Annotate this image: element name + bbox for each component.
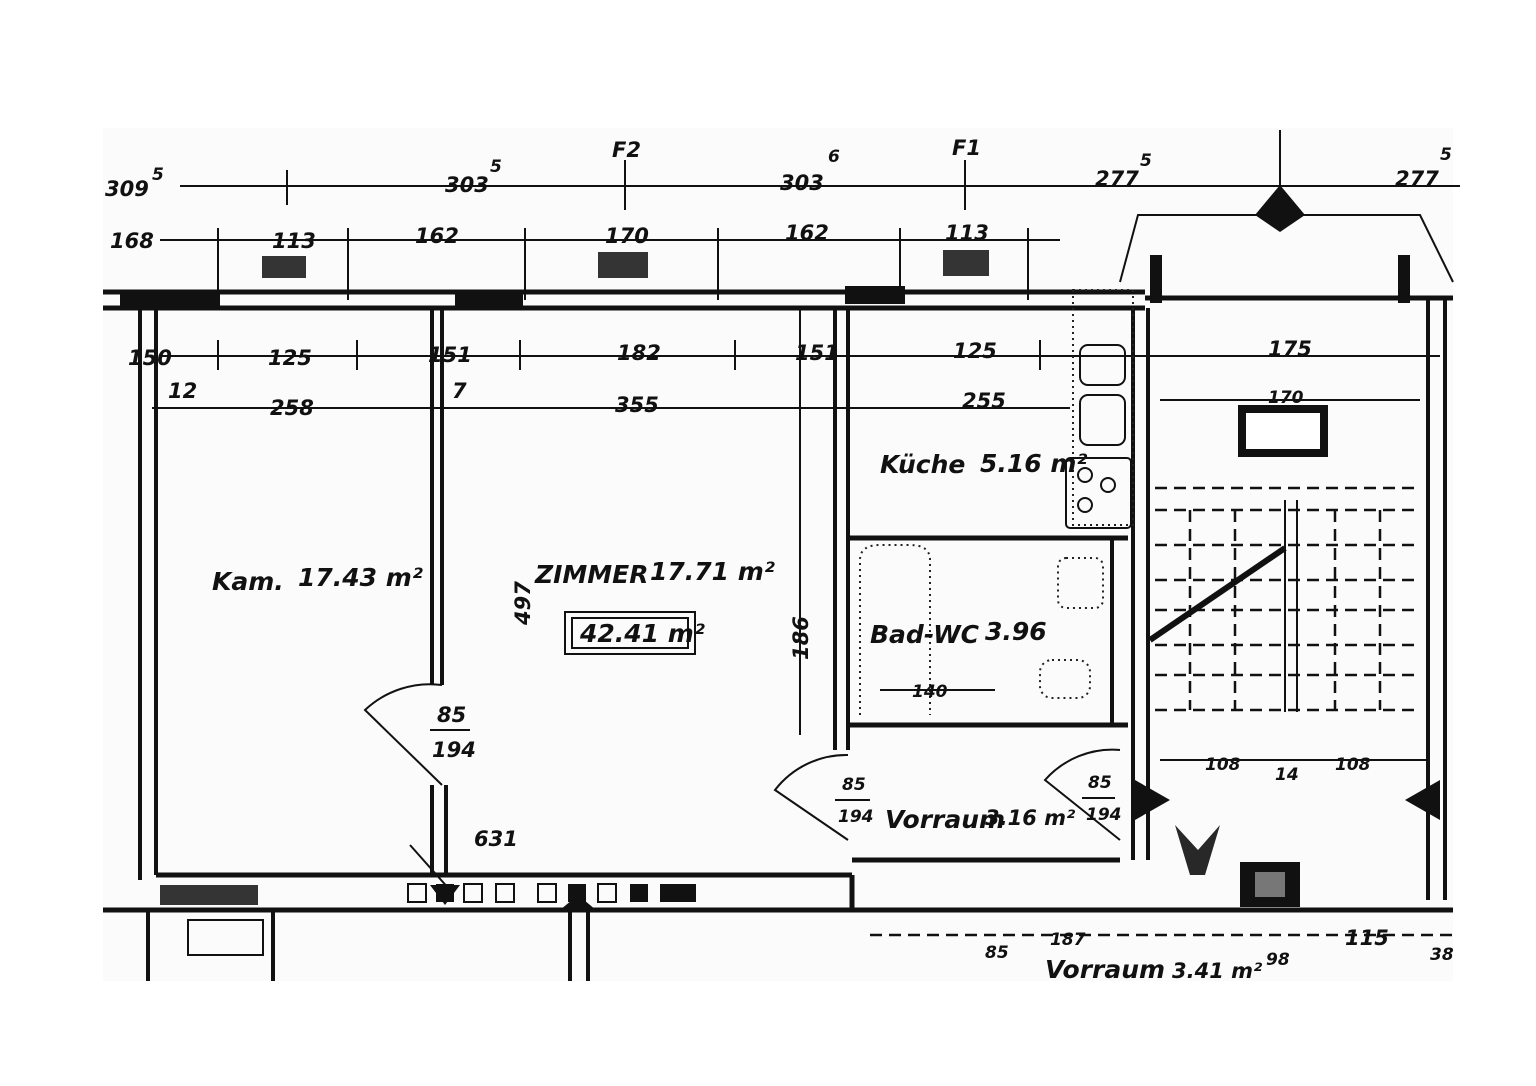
room-kueche-area: 5.16 m² xyxy=(980,449,1087,478)
room-bad-name: Bad-WC xyxy=(870,620,980,649)
room-stiegen-name: Vorraum xyxy=(1045,955,1165,984)
room-kammer-name: Kam. xyxy=(212,567,284,596)
dim-277a-sup: 5 xyxy=(1140,151,1152,171)
dim-115: 115 xyxy=(1345,926,1389,950)
door-swings xyxy=(363,683,1121,841)
dimension-row-1: 309 5 303 5 303 6 277 5 277 5 F2 F1 xyxy=(105,130,1460,210)
dim-303a: 303 xyxy=(445,173,489,197)
dimension-row-2: 168 113 162 170 162 113 xyxy=(110,221,1060,300)
door-kam-h: 194 xyxy=(432,738,476,762)
dim-175: 175 xyxy=(1268,337,1312,361)
dim-108b: 108 xyxy=(1335,755,1371,775)
door-vor-w: 85 xyxy=(1088,773,1112,793)
dimension-row-4: 12 258 7 355 255 170 xyxy=(152,379,1420,420)
room-stiegen-area: 3.41 m² xyxy=(1172,959,1263,983)
dim-125a: 125 xyxy=(268,346,312,370)
dim-38: 38 xyxy=(1430,945,1454,965)
axis-f1: F1 xyxy=(952,136,981,160)
dim-7: 7 xyxy=(452,379,467,403)
door-zim-h: 194 xyxy=(838,807,874,827)
room-vorraum-area: 3.16 m² xyxy=(985,806,1076,830)
dim-162b: 162 xyxy=(785,221,829,245)
door-zim-w: 85 xyxy=(842,775,866,795)
dim-277a: 277 xyxy=(1095,167,1139,191)
stair-area xyxy=(870,405,1453,937)
room-bad-area: 3.96 xyxy=(985,617,1047,646)
drawing-area xyxy=(103,128,1453,981)
zimmer-area-box xyxy=(564,611,696,655)
dim-309: 309 xyxy=(105,177,149,201)
dim-170b: 170 xyxy=(1268,388,1304,408)
dim-150: 150 xyxy=(128,346,172,370)
room-kammer-area: 17.43 m² xyxy=(298,563,423,592)
room-labels: Kam. 17.43 m² ZIMMER 17.71 m² 42.41 m² K… xyxy=(212,449,1263,984)
dim-113b: 113 xyxy=(945,221,989,245)
dim-108a: 108 xyxy=(1205,755,1241,775)
dim-355: 355 xyxy=(615,393,659,417)
bottom-fixtures xyxy=(160,844,696,956)
dim-151a: 151 xyxy=(428,343,472,367)
dim-631: 631 xyxy=(474,827,518,851)
dim-125b: 125 xyxy=(953,339,997,363)
room-zimmer-name: ZIMMER xyxy=(534,560,649,589)
dim-303a-sup: 5 xyxy=(490,157,502,177)
dim-186: 186 xyxy=(789,616,813,660)
dim-140: 140 xyxy=(912,682,948,702)
axis-f2: F2 xyxy=(612,138,641,162)
dim-497: 497 xyxy=(511,581,535,626)
dim-168: 168 xyxy=(110,229,154,253)
dim-113a: 113 xyxy=(272,229,316,253)
dim-277b: 277 xyxy=(1395,167,1439,191)
bath-fixtures xyxy=(859,544,1104,715)
dim-98: 98 xyxy=(1266,950,1290,970)
misc-dimensions: 497 186 140 85 194 85 194 85 194 631 108… xyxy=(430,308,1454,970)
outer-wall-top xyxy=(103,185,1454,311)
door-vor-h: 194 xyxy=(1086,805,1122,825)
room-kueche-name: Küche xyxy=(880,450,965,479)
dim-170: 170 xyxy=(605,224,649,248)
dim-309-sup: 5 xyxy=(152,165,164,185)
dim-12: 12 xyxy=(168,379,197,403)
dim-182: 182 xyxy=(617,341,661,365)
room-vorraum-name: Vorraum xyxy=(885,805,1005,834)
dim-85-bottom: 85 xyxy=(985,943,1009,963)
dimension-row-3: 150 125 151 182 151 125 175 xyxy=(128,337,1440,370)
dim-14: 14 xyxy=(1275,765,1299,785)
room-zimmer-box-area: 42.41 m² xyxy=(579,619,705,648)
door-kam-w: 85 xyxy=(437,703,466,727)
room-zimmer-area: 17.71 m² xyxy=(650,557,775,586)
dim-187: 187 xyxy=(1050,930,1086,950)
dim-255: 255 xyxy=(962,389,1006,413)
dim-258: 258 xyxy=(270,396,314,420)
dim-151b: 151 xyxy=(795,341,839,365)
dim-277b-sup: 5 xyxy=(1440,145,1452,165)
dim-303b: 303 xyxy=(780,171,824,195)
dim-303b-sup: 6 xyxy=(828,147,840,167)
dim-162a: 162 xyxy=(415,224,459,248)
kitchen-fixtures xyxy=(1065,289,1134,529)
